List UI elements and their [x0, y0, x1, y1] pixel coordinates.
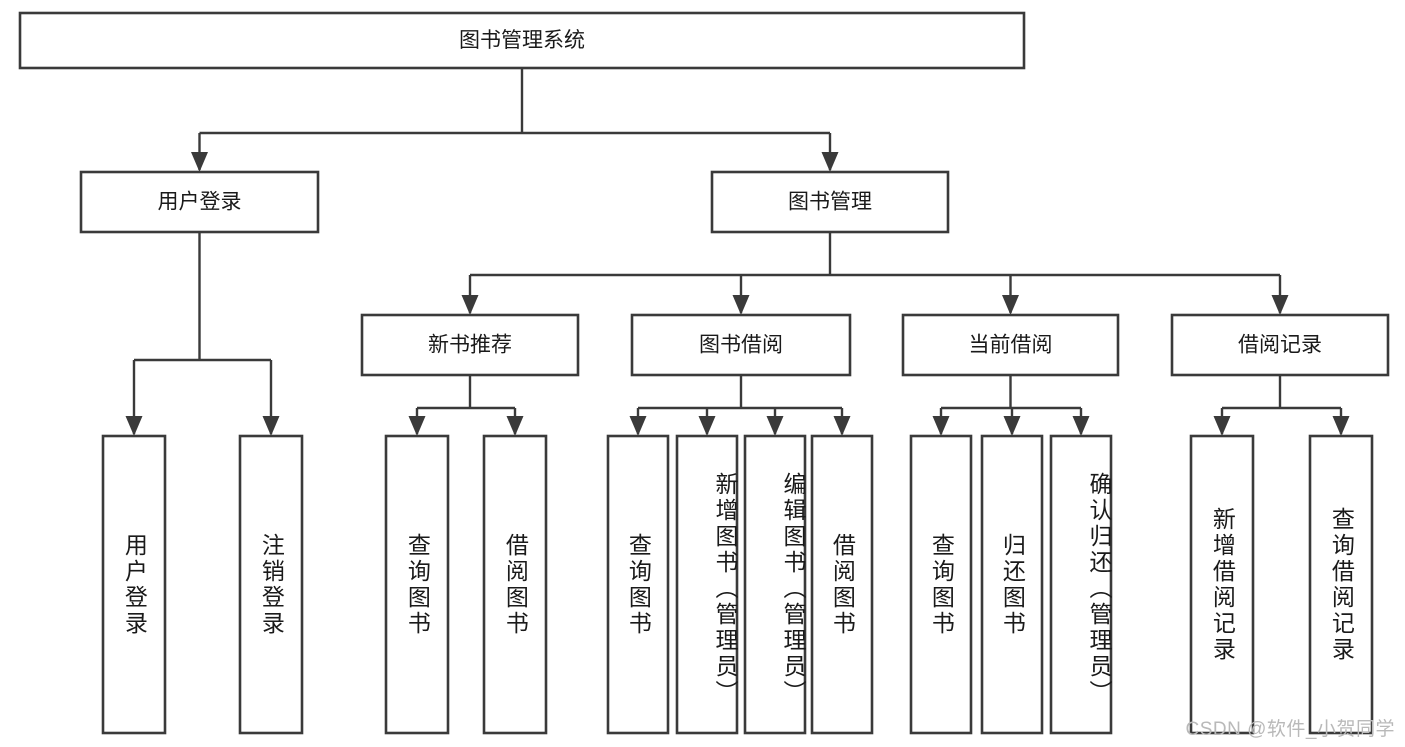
arrow-head-icon	[766, 416, 784, 436]
node-new-book-rec-label: 新书推荐	[428, 334, 512, 357]
arrow-head-icon	[698, 416, 716, 436]
arrow-head-icon	[262, 416, 280, 436]
arrow-head-icon	[408, 416, 426, 436]
node-new-book-rec-box[interactable]	[360, 313, 580, 377]
node-leaf-edit-book-box[interactable]	[743, 434, 807, 735]
node-leaf-query-book-cur-box[interactable]	[909, 434, 973, 735]
node-root-label: 图书管理系统	[459, 29, 585, 52]
node-leaf-logout-box[interactable]	[238, 434, 304, 735]
arrow-head-icon	[1002, 295, 1019, 315]
node-leaf-return-book-box[interactable]	[980, 434, 1044, 735]
watermark-text: CSDN @软件_小贺同学	[1185, 719, 1395, 740]
arrow-head-icon	[932, 416, 950, 436]
node-borrow-record-box[interactable]	[1170, 313, 1390, 377]
node-book-manage-label: 图书管理	[788, 191, 872, 214]
node-root-box[interactable]	[18, 11, 1026, 70]
arrow-head-icon	[191, 152, 208, 172]
arrow-head-icon	[125, 416, 143, 436]
node-leaf-borrow-book-rec-box[interactable]	[482, 434, 548, 735]
node-book-manage-box[interactable]	[710, 170, 950, 234]
arrow-head-icon	[1271, 295, 1289, 315]
node-book-borrow-box[interactable]	[630, 313, 852, 377]
arrow-head-icon	[506, 416, 524, 436]
node-leaf-query-book-rec-box[interactable]	[384, 434, 450, 735]
node-leaf-add-book-box[interactable]	[675, 434, 739, 735]
node-borrow-record-label: 借阅记录	[1238, 334, 1322, 357]
node-leaf-borrow-book-box[interactable]	[810, 434, 874, 735]
node-boxes	[18, 11, 1390, 735]
node-current-borrow-box[interactable]	[901, 313, 1120, 377]
arrow-head-icon	[461, 295, 479, 315]
node-leaf-user-login-box[interactable]	[101, 434, 167, 735]
node-user-login-box[interactable]	[79, 170, 320, 234]
arrow-head-icon	[821, 152, 839, 172]
node-user-login-label: 用户登录	[158, 191, 242, 214]
arrow-head-icon	[1213, 416, 1231, 436]
node-leaf-query-record-box[interactable]	[1308, 434, 1374, 735]
arrow-head-icon	[1003, 416, 1021, 436]
node-leaf-query-book-borrow-box[interactable]	[606, 434, 670, 735]
node-current-borrow-label: 当前借阅	[969, 334, 1053, 357]
arrow-head-icon	[629, 416, 647, 436]
node-leaf-confirm-return-box[interactable]	[1049, 434, 1113, 735]
node-book-borrow-label: 图书借阅	[699, 334, 783, 357]
arrow-head-icon	[1332, 416, 1350, 436]
arrow-head-icon	[833, 416, 851, 436]
node-leaf-add-record-box[interactable]	[1189, 434, 1255, 735]
connector-lines	[125, 68, 1350, 436]
arrow-head-icon	[1072, 416, 1090, 436]
arrow-head-icon	[732, 295, 750, 315]
